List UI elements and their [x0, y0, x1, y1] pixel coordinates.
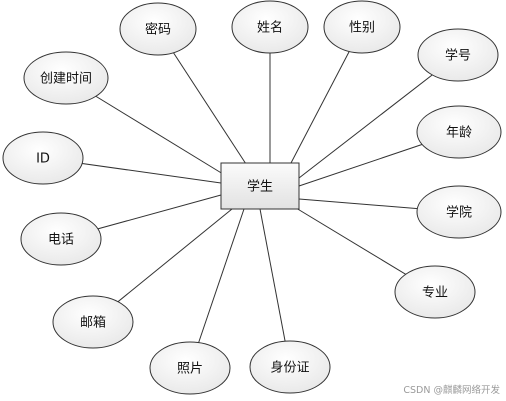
attribute-label: ID	[36, 152, 50, 167]
entity-label: 学生	[247, 179, 273, 195]
attribute-ellipse	[249, 340, 331, 394]
attribute-label: 学院	[446, 205, 472, 221]
attribute-ellipse	[20, 212, 102, 266]
attribute-gender: 性别	[323, 0, 401, 54]
entity-node: 学生	[220, 162, 300, 210]
attribute-label: 姓名	[257, 20, 283, 36]
connector-id-card	[259, 208, 291, 368]
attribute-password: 密码	[119, 2, 197, 56]
attribute-label: 年龄	[446, 126, 472, 141]
connector-student-no	[298, 54, 459, 179]
attribute-label: 照片	[177, 362, 203, 377]
entity-box	[220, 162, 300, 210]
attribute-email: 邮箱	[52, 295, 134, 349]
attribute-ellipse	[231, 0, 309, 54]
attribute-label: 邮箱	[80, 315, 106, 331]
attribute-age: 年龄	[416, 105, 502, 159]
attribute-ellipse	[2, 131, 84, 185]
attribute-created-time: 创建时间	[23, 51, 109, 105]
attribute-label: 学号	[445, 48, 471, 64]
attribute-ellipse	[323, 0, 401, 54]
attribute-photo: 照片	[149, 341, 231, 395]
attribute-label: 性别	[349, 21, 375, 36]
attribute-ellipse	[52, 295, 134, 349]
attribute-id-card: 身份证	[249, 340, 331, 394]
attribute-ellipse	[149, 341, 231, 395]
connector-photo	[189, 208, 245, 369]
attribute-ellipse	[23, 51, 109, 105]
attribute-college: 学院	[416, 185, 502, 239]
attribute-label: 专业	[422, 286, 448, 301]
attribute-phone: 电话	[20, 212, 102, 266]
attribute-ellipse	[416, 185, 502, 239]
attribute-label: 密码	[145, 22, 171, 38]
attribute-id: ID	[2, 131, 84, 185]
attribute-label: 创建时间	[40, 72, 92, 87]
attribute-ellipse	[416, 105, 502, 159]
attribute-label: 电话	[48, 233, 74, 248]
attribute-label: 身份证	[270, 360, 309, 376]
attribute-name: 姓名	[231, 0, 309, 54]
attribute-ellipse	[394, 265, 476, 319]
attribute-major: 专业	[394, 265, 476, 319]
attribute-student-no: 学号	[417, 28, 499, 82]
attribute-ellipse	[417, 28, 499, 82]
attribute-ellipse	[119, 2, 197, 56]
watermark: CSDN @麒麟网络开发	[403, 385, 500, 396]
